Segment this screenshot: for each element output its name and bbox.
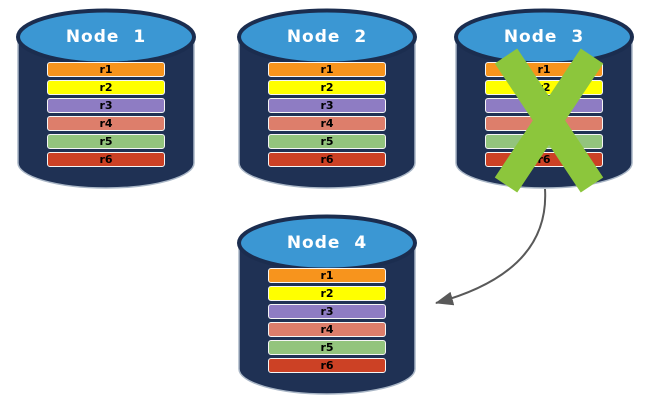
replica-bar-r5: r5 (268, 134, 386, 149)
replica-bar-r2: r2 (268, 286, 386, 301)
node-title: Node 4 (286, 233, 368, 253)
replica-bar-r6: r6 (268, 358, 386, 373)
replica-bar-r4: r4 (485, 116, 603, 131)
replica-bar-r2: r2 (485, 80, 603, 95)
replica-list: r1 r2 r3 r4 r5 r6 (268, 62, 386, 167)
replica-bar-r2: r2 (268, 80, 386, 95)
replica-list: r1 r2 r3 r4 r5 r6 (47, 62, 165, 167)
node-title: Node 3 (503, 27, 585, 47)
node-1: Node 1 r1 r2 r3 r4 r5 r6 (16, 5, 196, 191)
replica-bar-r5: r5 (485, 134, 603, 149)
replica-bar-r1: r1 (47, 62, 165, 77)
node-title: Node 1 (65, 27, 147, 47)
replica-bar-r2: r2 (47, 80, 165, 95)
node-title: Node 2 (286, 27, 368, 47)
replica-bar-r1: r1 (485, 62, 603, 77)
replica-bar-r6: r6 (268, 152, 386, 167)
replica-bar-r3: r3 (485, 98, 603, 113)
replica-bar-r3: r3 (47, 98, 165, 113)
replica-list: r1 r2 r3 r4 r5 r6 (268, 268, 386, 373)
arrow-curve (435, 188, 547, 306)
replica-bar-r1: r1 (268, 62, 386, 77)
replica-bar-r5: r5 (268, 340, 386, 355)
replica-bar-r4: r4 (47, 116, 165, 131)
replica-bar-r4: r4 (268, 322, 386, 337)
node-4: Node 4 r1 r2 r3 r4 r5 r6 (237, 211, 417, 397)
replica-bar-r1: r1 (268, 268, 386, 283)
replica-bar-r6: r6 (485, 152, 603, 167)
node-2: Node 2 r1 r2 r3 r4 r5 r6 (237, 5, 417, 191)
replica-bar-r5: r5 (47, 134, 165, 149)
replica-bar-r3: r3 (268, 98, 386, 113)
replica-list: r1 r2 r3 r4 r5 r6 (485, 62, 603, 167)
replica-bar-r3: r3 (268, 304, 386, 319)
node-3: Node 3 r1 r2 r3 r4 r5 r6 (454, 5, 634, 193)
replica-bar-r4: r4 (268, 116, 386, 131)
replica-bar-r6: r6 (47, 152, 165, 167)
